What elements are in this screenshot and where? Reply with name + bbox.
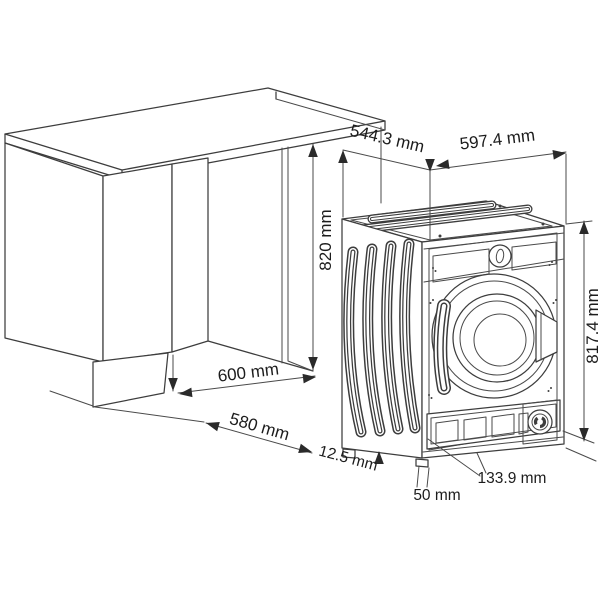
dim-label-597-4: 597.4 mm — [459, 126, 536, 154]
niche-right-wall — [281, 146, 314, 372]
machine-top-rails — [357, 200, 533, 234]
base-trim — [422, 436, 564, 453]
niche-left-wall-inner — [171, 157, 209, 353]
cabinet-drawing — [4, 87, 386, 423]
dim-label-820: 820 mm — [316, 209, 335, 270]
washing-machine-drawing — [341, 200, 565, 468]
door-glass — [452, 293, 542, 383]
kick-plate — [426, 399, 561, 450]
front-foot — [415, 458, 429, 468]
display-right — [511, 241, 557, 271]
plinth — [92, 352, 169, 408]
niche-dimension-lines — [172, 143, 316, 454]
filter-housing — [522, 399, 558, 445]
dimension-lines — [342, 149, 597, 488]
worktop-top — [4, 87, 386, 171]
niche-left-wall — [102, 163, 173, 363]
machine-side-vents — [343, 238, 421, 438]
program-dial — [488, 244, 512, 268]
door-handle — [433, 299, 451, 395]
dim-label-50: 50 mm — [413, 487, 460, 504]
door — [431, 273, 558, 399]
dim-label-817-4: 817.4 mm — [583, 288, 600, 364]
dim-label-133-9: 133.9 mm — [478, 470, 547, 487]
niche-floor — [207, 340, 314, 372]
rear-foot — [342, 448, 356, 459]
dim-label-580: 580 mm — [227, 409, 291, 444]
cabinet-left-panel — [4, 142, 104, 363]
dim-label-544-3: 544.3 mm — [348, 121, 426, 157]
floor-line-left — [49, 390, 205, 423]
